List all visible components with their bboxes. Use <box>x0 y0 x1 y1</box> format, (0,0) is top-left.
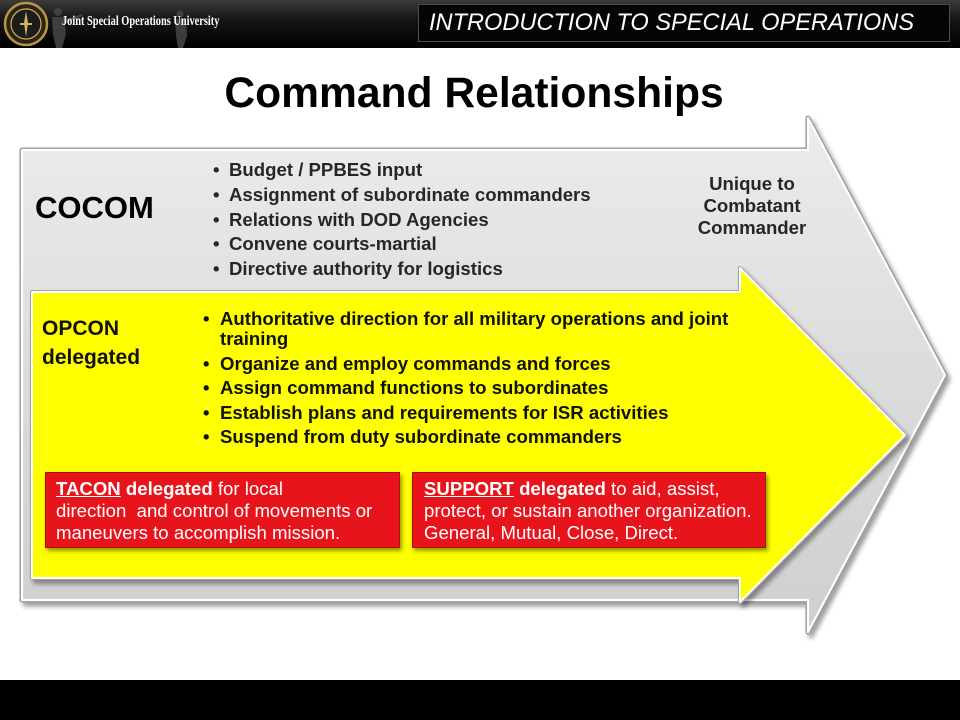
opcon-label: OPCON delegated <box>42 316 141 369</box>
cocom-item: Relations with DOD Agencies <box>213 208 633 233</box>
footer-bar <box>0 680 960 720</box>
course-title-box: INTRODUCTION TO SPECIAL OPERATIONS <box>418 4 950 42</box>
soldiers-silhouette <box>52 8 187 48</box>
opcon-item: Establish plans and requirements for ISR… <box>203 402 753 423</box>
tacon-description-first-line: for local <box>217 478 283 499</box>
cocom-item: Convene courts-martial <box>213 232 633 257</box>
opcon-authority-list: Authoritative direction for all military… <box>203 309 753 452</box>
slide-title: Command Relationships <box>224 69 724 117</box>
cocom-item: Directive authority for logistics <box>213 257 633 282</box>
tacon-description: direction and control of movements or ma… <box>56 500 378 543</box>
opcon-item: Organize and employ commands and forces <box>203 353 753 374</box>
cocom-item: Budget / PPBES input <box>213 158 633 183</box>
cocom-label: COCOM <box>35 190 154 225</box>
jsou-seal-logo <box>3 1 49 47</box>
support-term: SUPPORT <box>424 478 514 499</box>
course-title: INTRODUCTION TO SPECIAL OPERATIONS <box>429 10 915 36</box>
support-qualifier: delegated <box>519 478 606 499</box>
support-box: SUPPORT delegated to aid, assist, protec… <box>412 472 766 548</box>
tacon-term: TACON <box>56 478 121 499</box>
support-description: to aid, assist, protect, or sustain anot… <box>424 478 752 543</box>
university-name: Joint Special Operations University <box>62 14 220 29</box>
cocom-item: Assignment of subordinate commanders <box>213 183 633 208</box>
tacon-qualifier: delegated <box>125 478 213 499</box>
opcon-item: Authoritative direction for all military… <box>203 309 753 349</box>
unique-to-combatant-commander-note: Unique to Combatant Commander <box>697 173 807 238</box>
opcon-item: Assign command functions to subordinates <box>203 378 753 399</box>
cocom-authority-list: Budget / PPBES input Assignment of subor… <box>213 158 633 282</box>
opcon-item: Suspend from duty subordinate commanders <box>203 427 753 448</box>
